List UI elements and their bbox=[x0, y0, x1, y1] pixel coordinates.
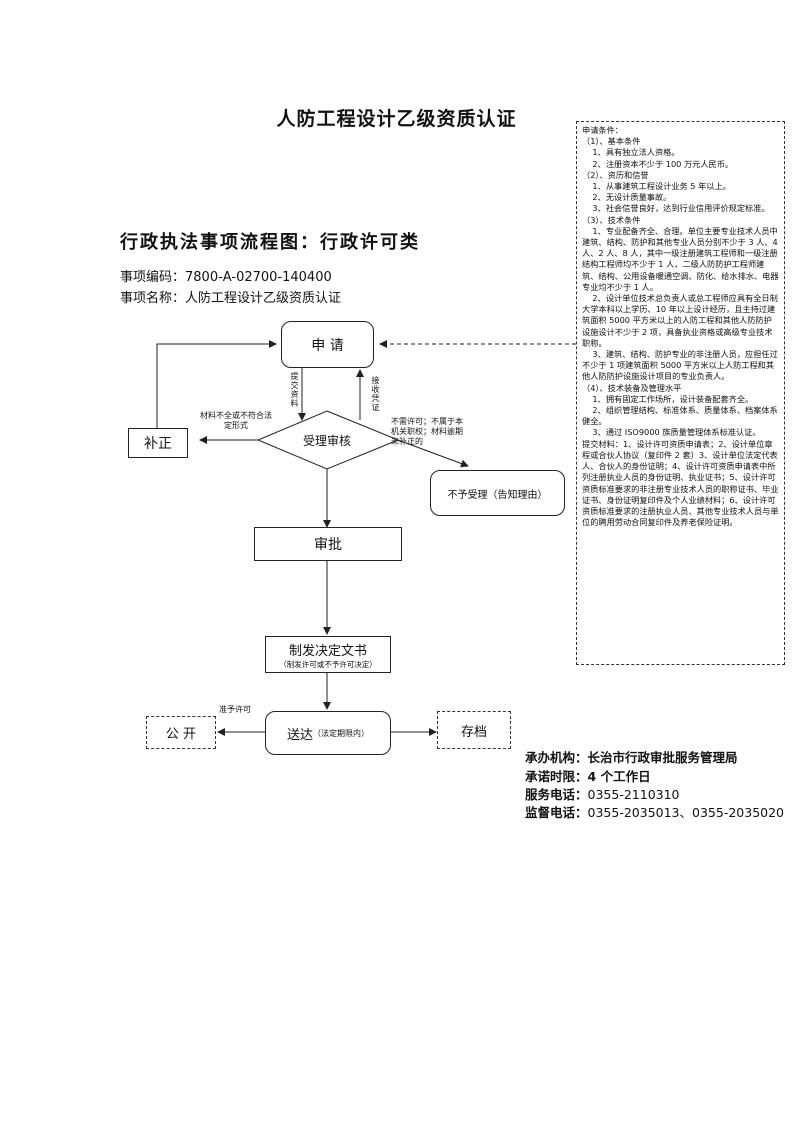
receive-label: 接收凭证 bbox=[371, 376, 380, 412]
req-line: 1、专业配备齐全、合理。单位主要专业技术人员中建筑、结构、防护和其他专业人员分别… bbox=[582, 225, 781, 292]
deliver-node: 送达 （法定期限内） bbox=[265, 711, 391, 755]
publish-node: 公 开 bbox=[146, 716, 216, 749]
req-line: （4）、技术装备及管理水平 bbox=[582, 382, 682, 393]
req-line: 1、从事建筑工程设计业务 5 年以上。 bbox=[582, 181, 731, 192]
time-label: 承诺时限： bbox=[525, 769, 588, 784]
req-line: （1）、基本条件 bbox=[582, 136, 641, 147]
req-line: 3、建筑、结构、防护专业的非注册人员，应担任过不少于 1 项建筑面积 5000 … bbox=[582, 349, 778, 382]
req-line: 2、无设计质量事故。 bbox=[582, 192, 672, 203]
req-line: 提交材料：1、设计许可资质申请表；2、设计单位章程或合伙人协议（复印件 2 套）… bbox=[582, 438, 779, 528]
review-diamond bbox=[256, 410, 400, 470]
footer-phone: 服务电话：0355-2110310 bbox=[525, 784, 680, 803]
not-permitted-label: 不需许可；不属于本机关职权；材料逾期未补正的 bbox=[391, 417, 463, 446]
submit-label: 提交资料 bbox=[290, 372, 299, 408]
footer-supervise: 监督电话：0355-2035013、0355-2035020 bbox=[525, 802, 784, 821]
deliver-note: （法定期限内） bbox=[313, 728, 369, 738]
req-line: 2、注册资本不少于 100 万元人民币。 bbox=[582, 158, 734, 169]
req-line: 2、组织管理结构、标准体系、质量体系、档案体系健全。 bbox=[582, 405, 778, 427]
decision-node: 制发决定文书 （制发许可或不予许可决定） bbox=[265, 636, 391, 673]
phone-label: 服务电话： bbox=[525, 787, 588, 802]
item-name: 事项名称：人防工程设计乙级资质认证 bbox=[120, 291, 342, 306]
apply-node: 申 请 bbox=[281, 321, 374, 368]
grant-label: 准予许可 bbox=[219, 705, 251, 714]
review-node: 受理审核 bbox=[302, 434, 351, 448]
item-code: 事项编码：7800-A-02700-140400 bbox=[120, 270, 332, 285]
time-value: 4 个工作日 bbox=[587, 769, 651, 784]
req-line: （2）、资历和信誉 bbox=[582, 169, 649, 180]
supervise-value: 0355-2035013、0355-2035020 bbox=[587, 805, 785, 820]
req-line: 2、设计单位技术总负责人或总工程师应具有全日制大学本科以上学历、10 年以上设计… bbox=[582, 293, 778, 348]
incomplete-label: 材料不全或不符合法定形式 bbox=[200, 411, 272, 430]
deliver-label: 送达 bbox=[286, 727, 313, 743]
agency-label: 承办机构： bbox=[525, 750, 588, 765]
supplement-node: 补正 bbox=[128, 428, 188, 458]
req-line: 申请条件： bbox=[582, 125, 623, 135]
flow-title: 行政执法事项流程图：行政许可类 bbox=[120, 232, 420, 253]
req-line: 1、具有独立法人资格。 bbox=[582, 147, 680, 158]
requirements-box: 申请条件： （1）、基本条件 1、具有独立法人资格。 2、注册资本不少于 100… bbox=[576, 121, 785, 665]
archive-node: 存档 bbox=[437, 711, 511, 749]
reject-node: 不予受理（告知理由） bbox=[430, 470, 565, 516]
agency-value: 长治市行政审批服务管理局 bbox=[587, 750, 738, 765]
footer-time: 承诺时限：4 个工作日 bbox=[525, 766, 651, 785]
req-line: 3、通过 ISO9000 族质量管理体系标准认证。 bbox=[582, 427, 761, 438]
req-line: （3）、技术条件 bbox=[582, 214, 641, 225]
approve-node: 审批 bbox=[254, 527, 402, 561]
phone-value: 0355-2110310 bbox=[587, 787, 680, 802]
decision-note: （制发许可或不予许可决定） bbox=[279, 659, 377, 669]
page-title: 人防工程设计乙级资质认证 bbox=[276, 108, 517, 130]
req-line: 3、社会信誉良好，达到行业信用评价规定标准。 bbox=[582, 203, 770, 214]
supervise-label: 监督电话： bbox=[525, 805, 588, 820]
decision-label: 制发决定文书 bbox=[288, 643, 367, 659]
footer-agency: 承办机构：长治市行政审批服务管理局 bbox=[525, 747, 738, 766]
req-line: 1、拥有固定工作场所，设计装备配套齐全。 bbox=[582, 393, 754, 404]
